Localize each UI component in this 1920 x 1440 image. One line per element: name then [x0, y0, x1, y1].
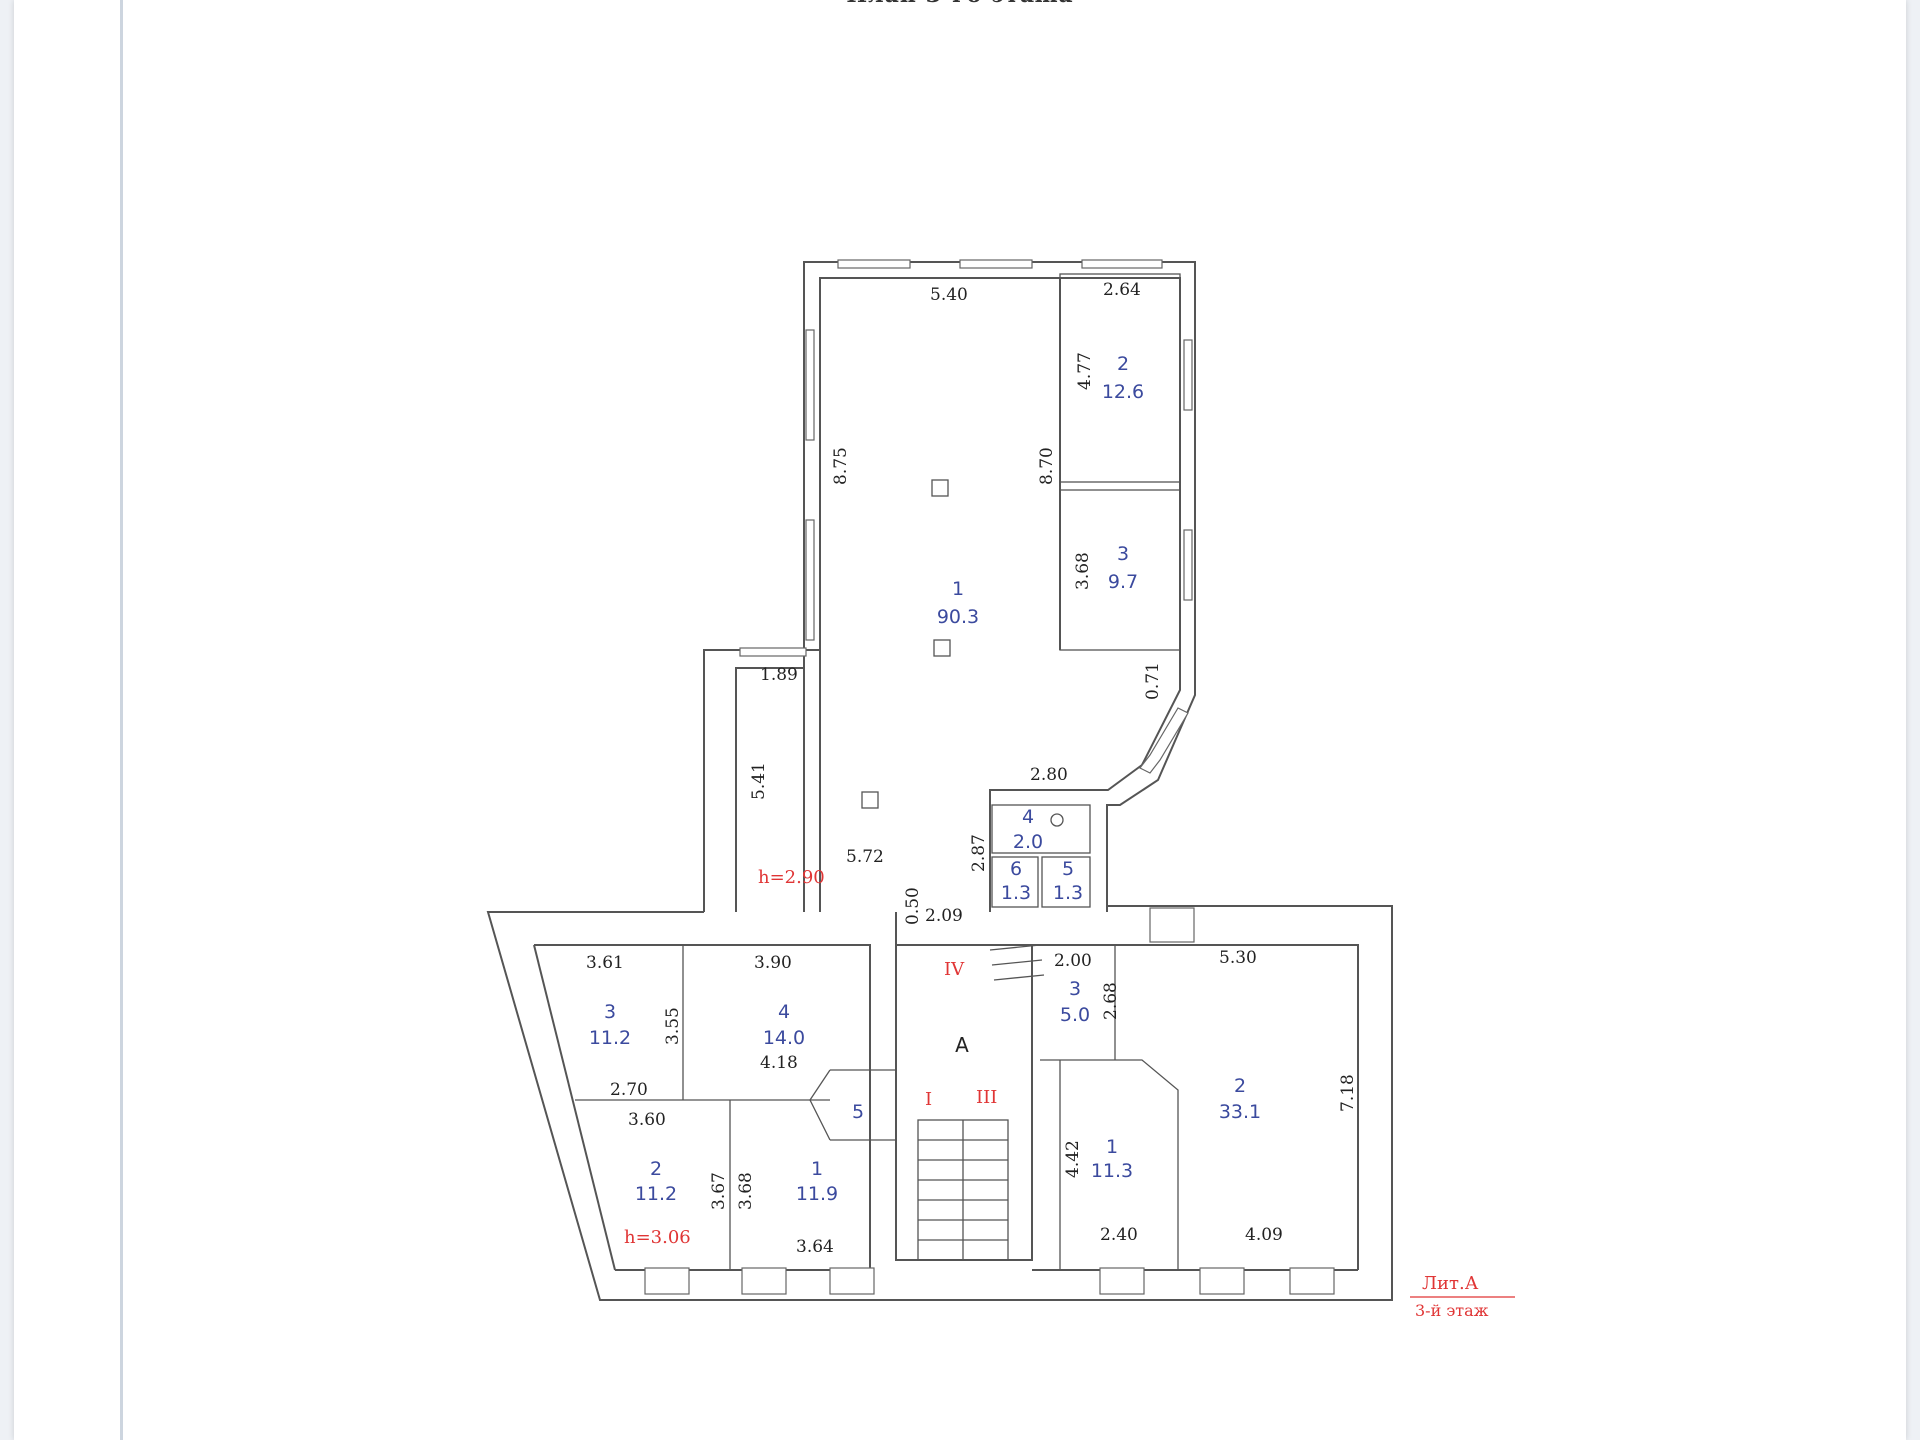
svg-text:9.7: 9.7 — [1108, 571, 1138, 593]
svg-text:2.68: 2.68 — [1101, 982, 1121, 1020]
svg-text:2.00: 2.00 — [1054, 951, 1092, 971]
svg-text:5: 5 — [852, 1101, 864, 1123]
height-label-lower: h=3.06 — [624, 1227, 691, 1248]
svg-text:1.89: 1.89 — [760, 665, 798, 685]
svg-text:2: 2 — [650, 1158, 662, 1180]
svg-text:3.90: 3.90 — [754, 953, 792, 973]
svg-text:2.70: 2.70 — [610, 1080, 648, 1100]
svg-text:1: 1 — [1106, 1136, 1118, 1158]
svg-text:5.41: 5.41 — [749, 762, 769, 800]
svg-text:4.42: 4.42 — [1063, 1140, 1083, 1178]
svg-text:3.61: 3.61 — [586, 953, 624, 973]
svg-text:3: 3 — [1117, 543, 1129, 565]
room-3-outline — [1059, 489, 1181, 651]
column — [861, 791, 879, 809]
svg-text:11.2: 11.2 — [635, 1183, 677, 1205]
svg-text:4.09: 4.09 — [1245, 1225, 1283, 1245]
svg-text:4.18: 4.18 — [760, 1053, 798, 1073]
svg-text:3.64: 3.64 — [796, 1237, 834, 1257]
svg-text:90.3: 90.3 — [937, 606, 979, 628]
windows-bottom — [644, 907, 1335, 1295]
svg-text:4: 4 — [1022, 806, 1034, 828]
windows-top — [739, 259, 1193, 774]
svg-text:12.6: 12.6 — [1102, 381, 1144, 403]
svg-text:5.0: 5.0 — [1060, 1004, 1090, 1026]
stamp-lit: Лит.А — [1422, 1273, 1479, 1294]
stair-mark-iv: IV — [944, 959, 965, 980]
page-margin-line — [120, 0, 123, 1440]
dimension-labels: 5.40 2.64 4.77 8.75 8.70 3.68 1.89 0.71 … — [586, 280, 1358, 1257]
svg-text:3.68: 3.68 — [1073, 552, 1093, 590]
svg-text:3.60: 3.60 — [628, 1110, 666, 1130]
svg-text:3: 3 — [604, 1001, 616, 1023]
svg-text:5.40: 5.40 — [930, 285, 968, 305]
svg-text:3: 3 — [1069, 978, 1081, 1000]
height-label-upper: h=2.90 — [758, 867, 825, 888]
column — [931, 479, 949, 497]
svg-text:2.40: 2.40 — [1100, 1225, 1138, 1245]
svg-text:6: 6 — [1010, 858, 1022, 880]
stair-room-label: А — [955, 1033, 969, 1057]
svg-text:3.68: 3.68 — [736, 1172, 756, 1210]
svg-text:5: 5 — [1062, 858, 1074, 880]
svg-text:8.70: 8.70 — [1037, 447, 1057, 485]
svg-text:3.55: 3.55 — [663, 1007, 683, 1045]
svg-text:0.71: 0.71 — [1143, 662, 1163, 700]
room-2-outline — [1059, 273, 1181, 483]
svg-text:1.3: 1.3 — [1053, 882, 1083, 904]
svg-text:1.3: 1.3 — [1001, 882, 1031, 904]
svg-text:2.64: 2.64 — [1103, 280, 1141, 300]
plan-title: План 3-го этажа — [0, 0, 1920, 8]
svg-text:8.75: 8.75 — [831, 447, 851, 485]
svg-text:7.18: 7.18 — [1338, 1074, 1358, 1112]
stamp-floor: 3-й этаж — [1415, 1301, 1489, 1320]
room-labels: 1 90.3 2 12.6 3 9.7 4 2.0 5 1.3 6 1.3 3 … — [589, 353, 1261, 1205]
svg-text:14.0: 14.0 — [763, 1027, 805, 1049]
svg-text:3.67: 3.67 — [709, 1172, 729, 1210]
svg-text:11.3: 11.3 — [1091, 1160, 1133, 1182]
wc-block — [989, 789, 1108, 912]
svg-text:11.2: 11.2 — [589, 1027, 631, 1049]
svg-text:1: 1 — [811, 1158, 823, 1180]
svg-text:2.09: 2.09 — [925, 906, 963, 926]
svg-text:1: 1 — [952, 578, 964, 600]
svg-text:4: 4 — [778, 1001, 790, 1023]
stair-mark-i: I — [925, 1089, 932, 1110]
svg-text:11.9: 11.9 — [796, 1183, 838, 1205]
svg-text:5.30: 5.30 — [1219, 948, 1257, 968]
svg-text:5.72: 5.72 — [846, 847, 884, 867]
svg-text:0.50: 0.50 — [903, 887, 923, 925]
stair-mark-iii: III — [976, 1087, 997, 1108]
svg-text:2.80: 2.80 — [1030, 765, 1068, 785]
svg-text:2.0: 2.0 — [1013, 831, 1043, 853]
svg-text:33.1: 33.1 — [1219, 1101, 1261, 1123]
svg-text:2: 2 — [1117, 353, 1129, 375]
column — [933, 639, 951, 657]
svg-text:4.77: 4.77 — [1075, 352, 1095, 390]
svg-text:2.87: 2.87 — [969, 834, 989, 872]
svg-text:2: 2 — [1234, 1075, 1246, 1097]
